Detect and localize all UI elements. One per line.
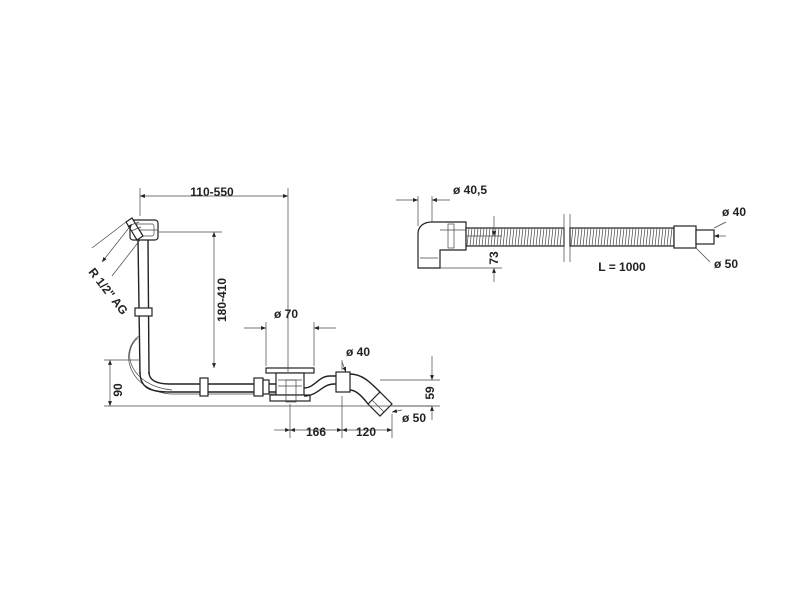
overflow-thread: [125, 217, 144, 241]
dim-width: 110-550: [139, 185, 289, 372]
overflow-pipe: [134, 239, 153, 375]
hose-corrugated: [465, 227, 565, 247]
dim-hose-end-in: ø 40: [713, 205, 746, 238]
dim-waste-dia-label: ø 70: [274, 307, 298, 321]
length-break: [563, 214, 571, 262]
dim-hose-inlet: ø 40,5: [396, 183, 487, 226]
dim-height-label: 180-410: [215, 278, 229, 322]
pipe-joint: [199, 377, 209, 397]
hose-end-connector: [673, 225, 715, 249]
dim-elbow-height: 73: [440, 216, 502, 282]
dim-outlet-in: ø 40: [341, 345, 370, 373]
bath-waste-assembly: 110-550 180-410 R 1/2" AG ø 70 ø 40: [86, 185, 440, 439]
hose-elbow: [417, 221, 467, 269]
dim-height: 180-410: [158, 231, 229, 368]
dim-offsets: 166 120: [274, 396, 393, 439]
dim-total-height: 90: [104, 359, 140, 407]
dim-hose-end-out-label: ø 50: [714, 257, 738, 271]
dim-outlet-out: ø 50: [391, 409, 426, 425]
pipe-joint: [262, 379, 270, 395]
hose-corrugated: [569, 227, 675, 247]
dim-outlet-out-label: ø 50: [402, 411, 426, 425]
dim-outlet-in-label: ø 40: [346, 345, 370, 359]
pipe-joint: [253, 377, 264, 397]
dim-outlet-height-label: 59: [423, 386, 437, 400]
dim-width-label: 110-550: [190, 185, 234, 199]
dim-thread-label: R 1/2" AG: [86, 265, 131, 317]
dim-outlet-len-label: 120: [356, 425, 376, 439]
outlet-bend: [303, 371, 393, 417]
dim-hose-inlet-label: ø 40,5: [453, 183, 487, 197]
dim-hose-end-out: ø 50: [695, 247, 738, 271]
dim-hose-end-in-label: ø 40: [722, 205, 746, 219]
dim-elbow-height-label: 73: [487, 251, 501, 265]
bowden-cable: [128, 334, 280, 395]
overflow-elbow: [139, 371, 280, 393]
dim-outlet-height: 59: [380, 356, 440, 420]
dim-offset-label: 166: [306, 425, 326, 439]
dim-waste-dia: ø 70: [244, 307, 336, 366]
waste-valve: [265, 367, 315, 403]
flex-hose-assembly: ø 40,5 73 L = 1000 ø 40 ø 50: [396, 183, 746, 282]
dim-hose-length-label: L = 1000: [598, 260, 646, 274]
dim-total-height-label: 90: [111, 383, 125, 397]
